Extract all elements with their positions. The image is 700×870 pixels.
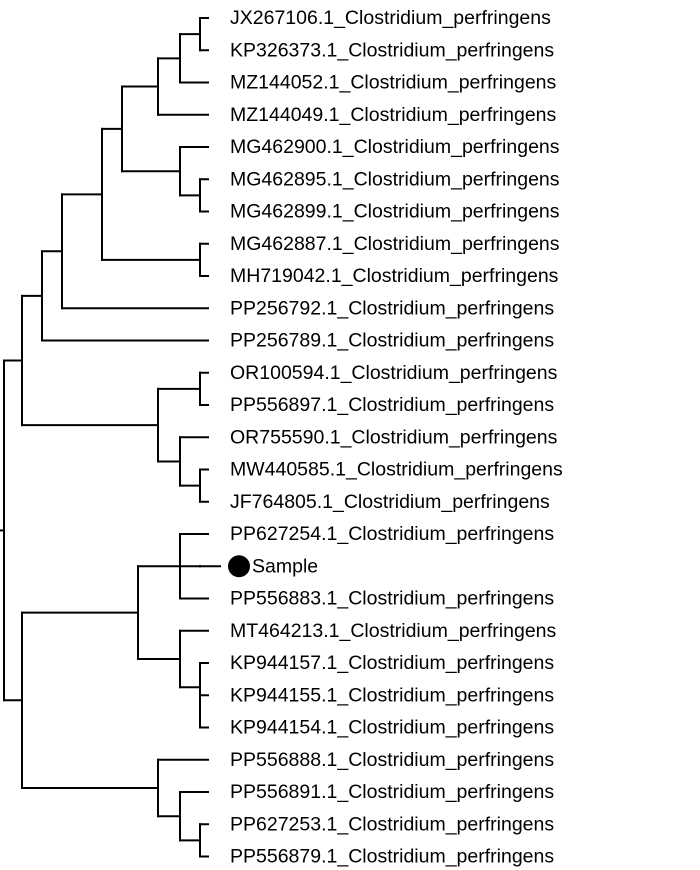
tree-branches <box>0 17 221 858</box>
leaf-label: MZ144052.1_Clostridium_perfringens <box>230 72 557 94</box>
leaf-label: KP944154.1_Clostridium_perfringens <box>230 717 554 739</box>
leaf-label: PP256792.1_Clostridium_perfringens <box>230 297 554 319</box>
leaf-label: MZ144049.1_Clostridium_perfringens <box>230 104 557 126</box>
leaf-label: PP556888.1_Clostridium_perfringens <box>230 749 554 771</box>
leaf-label: OR100594.1_Clostridium_perfringens <box>230 362 558 384</box>
leaf-label: MG462900.1_Clostridium_perfringens <box>230 136 560 158</box>
leaf-label: PP556879.1_Clostridium_perfringens <box>230 846 554 868</box>
leaf-label: MH719042.1_Clostridium_perfringens <box>230 265 559 287</box>
leaf-label: PP556897.1_Clostridium_perfringens <box>230 394 554 416</box>
leaf-label: MT464213.1_Clostridium_perfringens <box>230 620 557 642</box>
leaf-label: PP556891.1_Clostridium_perfringens <box>230 781 554 803</box>
sample-marker-icon <box>228 555 250 578</box>
leaf-label: KP326373.1_Clostridium_perfringens <box>230 39 554 61</box>
leaf-label: PP627253.1_Clostridium_perfringens <box>230 813 554 835</box>
leaf-label: JF764805.1_Clostridium_perfringens <box>230 491 550 513</box>
leaf-label: MG462887.1_Clostridium_perfringens <box>230 233 560 255</box>
leaf-label: PP256789.1_Clostridium_perfringens <box>230 330 554 352</box>
leaf-label: MG462899.1_Clostridium_perfringens <box>230 201 560 223</box>
leaf-label: MG462895.1_Clostridium_perfringens <box>230 168 560 190</box>
sample-label: Sample <box>252 555 318 577</box>
leaf-label: MW440585.1_Clostridium_perfringens <box>230 459 563 481</box>
leaf-label: PP627254.1_Clostridium_perfringens <box>230 523 554 545</box>
leaf-label: JX267106.1_Clostridium_perfringens <box>230 7 551 29</box>
leaf-label: OR755590.1_Clostridium_perfringens <box>230 426 558 448</box>
leaf-label: PP556883.1_Clostridium_perfringens <box>230 588 554 610</box>
leaf-labels: JX267106.1_Clostridium_perfringensKP3263… <box>228 7 563 868</box>
leaf-label: KP944157.1_Clostridium_perfringens <box>230 652 554 674</box>
leaf-label: KP944155.1_Clostridium_perfringens <box>230 684 554 706</box>
